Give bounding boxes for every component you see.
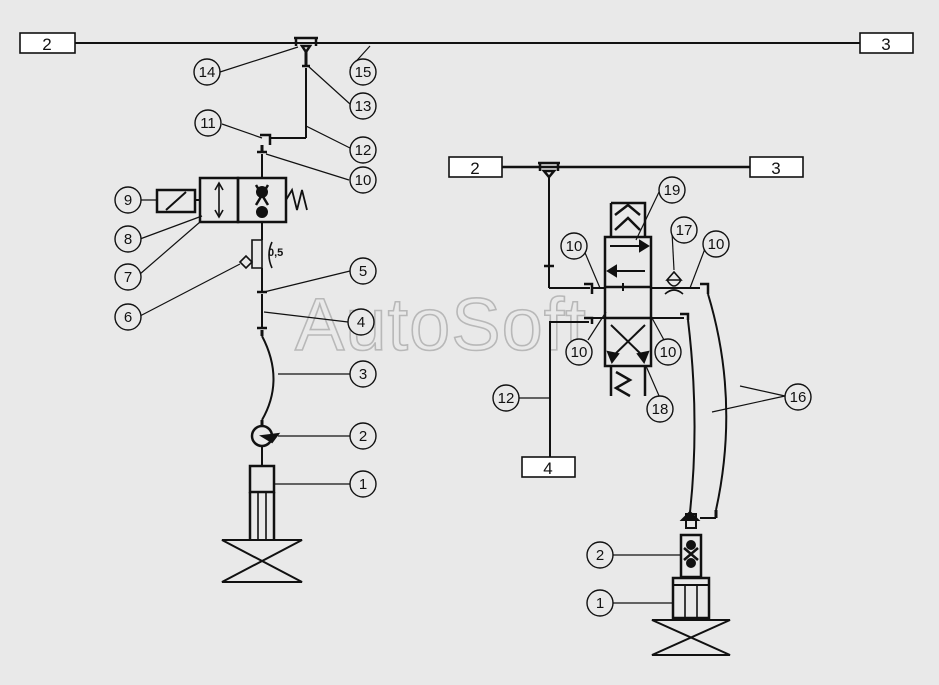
svg-text:17: 17 (676, 222, 693, 239)
right-tee (538, 161, 560, 179)
callout-10-b: 10 (702, 230, 730, 258)
throttle-note: 0,5 (268, 247, 283, 259)
callout-10-c: 10 (565, 338, 593, 366)
callout-17: 17 (670, 216, 698, 244)
right-box-4-label: 4 (543, 459, 552, 478)
cylinder-base (221, 539, 303, 583)
left-box-2-label: 2 (42, 35, 51, 54)
hose-16-a (687, 319, 696, 513)
callout-14: 14 (193, 58, 221, 86)
left-box-3 (859, 32, 914, 54)
hose-3 (261, 335, 275, 421)
svg-text:12: 12 (355, 142, 372, 159)
right-fitting-10a (584, 282, 594, 294)
right-cylinder-1 (671, 576, 711, 620)
callout-2: 2 (349, 422, 377, 450)
svg-text:1: 1 (359, 476, 367, 493)
svg-text:14: 14 (199, 64, 216, 81)
valve-arrow-heads (214, 181, 224, 219)
solenoid-9 (155, 188, 197, 214)
callout-3: 3 (349, 360, 377, 388)
svg-text:5: 5 (359, 263, 367, 280)
callout-12-right: 12 (492, 384, 520, 412)
solenoid-slash (165, 191, 187, 211)
svg-text:10: 10 (571, 344, 588, 361)
right-box-3-label: 3 (771, 159, 780, 178)
valve-ball-top (256, 186, 268, 198)
right-box-3 (749, 156, 804, 178)
callout-13: 13 (349, 92, 377, 120)
svg-text:10: 10 (355, 172, 372, 189)
callout-10: 10 (349, 166, 377, 194)
callout-6: 6 (114, 303, 142, 331)
throttle-body (251, 239, 263, 269)
callout-2-right: 2 (586, 541, 614, 569)
valve-ball-bottom (256, 206, 268, 218)
callout-8: 8 (114, 225, 142, 253)
throttle-arc (268, 241, 273, 269)
check-valve-arrow (259, 432, 281, 444)
svg-text:18: 18 (652, 401, 669, 418)
svg-text:19: 19 (664, 182, 681, 199)
callout-5: 5 (349, 257, 377, 285)
svg-text:2: 2 (359, 428, 367, 445)
callout-19: 19 (658, 176, 686, 204)
callout-16: 16 (784, 383, 812, 411)
right-box-4 (521, 456, 576, 478)
right-scheme (448, 156, 804, 656)
callout-12: 12 (349, 136, 377, 164)
tee-fitting (294, 36, 318, 55)
svg-text:12: 12 (498, 390, 515, 407)
callout-10-a: 10 (560, 232, 588, 260)
throttle-diamond (238, 254, 254, 270)
callout-18: 18 (646, 395, 674, 423)
svg-text:3: 3 (359, 366, 367, 383)
svg-text:10: 10 (660, 344, 677, 361)
callout-11: 11 (194, 109, 222, 137)
throttle-17 (665, 270, 683, 287)
left-box-2 (19, 32, 76, 54)
right-callouts: 19 17 10 10 10 10 12 18 16 2 1 (492, 176, 812, 617)
svg-text:8: 8 (124, 231, 132, 248)
right-valve-top-cell (603, 235, 653, 289)
svg-text:9: 9 (124, 192, 132, 209)
svg-text:10: 10 (708, 236, 725, 253)
right-cylinder-base (651, 619, 731, 656)
solenoid-19 (609, 201, 647, 237)
callout-9: 9 (114, 186, 142, 214)
left-callouts: 14 15 13 11 12 10 9 8 7 6 5 4 3 2 1 (114, 58, 377, 498)
right-fitting-10d (680, 312, 690, 320)
hose-16-b (707, 293, 728, 511)
svg-text:15: 15 (355, 64, 372, 81)
fitting-11 (260, 133, 272, 145)
valve-spring (285, 187, 308, 211)
left-scheme (19, 32, 914, 583)
callout-1-right: 1 (586, 589, 614, 617)
svg-text:2: 2 (596, 547, 604, 564)
cylinder-cap (248, 464, 276, 494)
right-box-2 (448, 156, 503, 178)
callout-7: 7 (114, 263, 142, 291)
right-fitting-10b (700, 282, 710, 294)
callout-10-d: 10 (654, 338, 682, 366)
svg-text:6: 6 (124, 309, 132, 326)
solenoid-18 (609, 366, 647, 396)
svg-text:13: 13 (355, 98, 372, 115)
callout-15: 15 (349, 58, 377, 86)
svg-text:11: 11 (200, 115, 216, 132)
right-valve-bottom-cell (603, 316, 653, 368)
callout-1: 1 (349, 470, 377, 498)
svg-text:4: 4 (357, 314, 365, 331)
callout-4: 4 (347, 308, 375, 336)
svg-text:7: 7 (124, 269, 132, 286)
svg-text:16: 16 (790, 389, 807, 406)
svg-text:10: 10 (566, 238, 583, 255)
left-box-3-label: 3 (881, 35, 890, 54)
right-box-2-label: 2 (470, 159, 479, 178)
svg-text:1: 1 (596, 595, 604, 612)
watermark: AutoSoft (295, 283, 587, 366)
